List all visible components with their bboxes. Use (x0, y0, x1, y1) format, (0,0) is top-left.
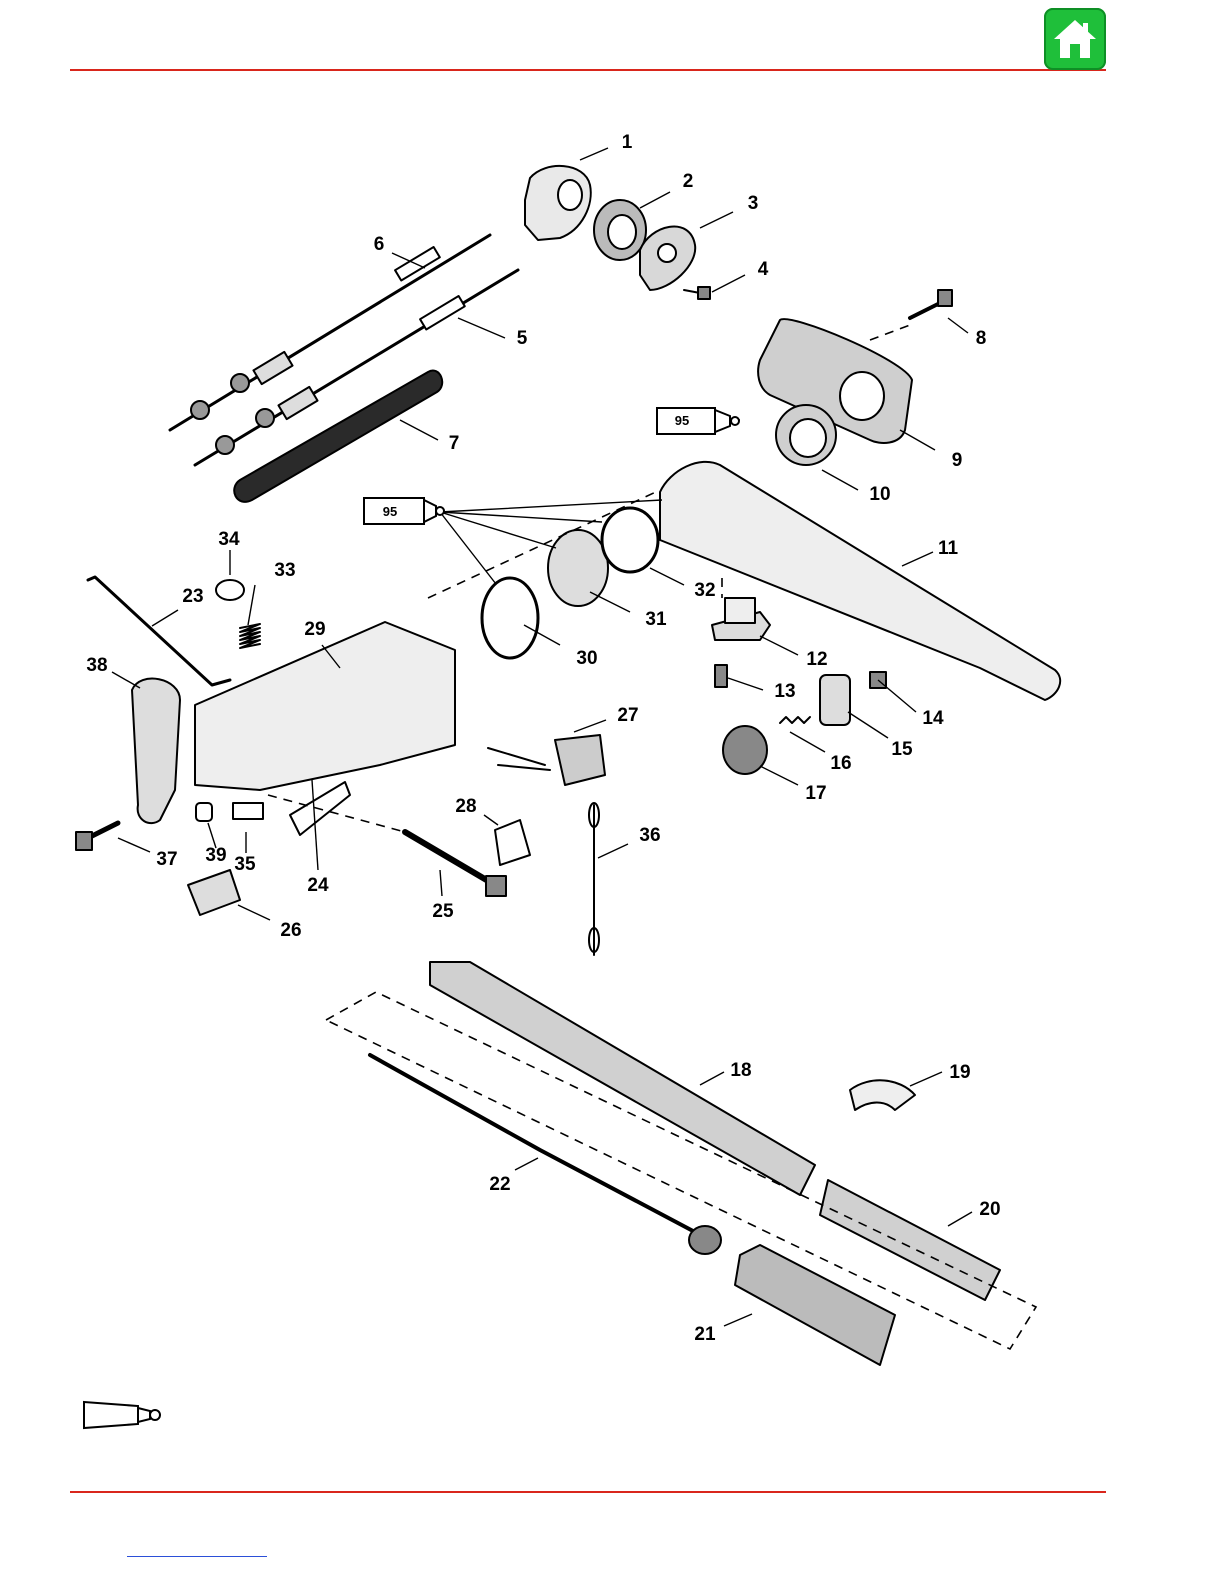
callout: 22 (489, 1174, 510, 1195)
callout: 19 (949, 1062, 970, 1083)
callout: 11 (938, 538, 959, 559)
lubricant-tube-label: 95 (675, 413, 689, 428)
callout: 5 (517, 328, 528, 349)
callout: 14 (922, 708, 944, 729)
callout: 2 (683, 171, 694, 192)
footer-rule (70, 1491, 1106, 1493)
callout: 29 (304, 619, 325, 640)
footer-link[interactable] (127, 1556, 267, 1557)
callout: 6 (374, 234, 385, 255)
callout: 17 (805, 783, 826, 804)
callout: 12 (806, 649, 827, 670)
callout: 20 (979, 1199, 1000, 1220)
callout: 1 (622, 132, 633, 153)
callout: 21 (694, 1324, 716, 1345)
callout: 24 (307, 875, 329, 896)
callout: 27 (617, 705, 638, 726)
callout: 33 (274, 560, 295, 581)
callout: 28 (455, 796, 476, 817)
callout: 26 (280, 920, 301, 941)
callout: 34 (218, 529, 240, 550)
callout: 4 (758, 259, 769, 280)
part-drawings (76, 166, 1060, 1365)
callout: 37 (156, 849, 177, 870)
callout: 10 (869, 484, 890, 505)
callout: 3 (748, 193, 759, 214)
callout: 31 (645, 609, 667, 630)
callout: 39 (205, 845, 226, 866)
callout: 13 (774, 681, 795, 702)
lubricant-tube-lower: 95 (364, 498, 444, 524)
callout: 7 (449, 433, 460, 454)
callout: 30 (576, 648, 597, 669)
callout: 16 (830, 753, 851, 774)
callout: 23 (182, 586, 203, 607)
callout: 36 (639, 825, 660, 846)
lubricant-tube-icon (84, 1402, 160, 1428)
callout: 9 (952, 450, 963, 471)
lubricant-tube-upper: 95 (657, 408, 739, 434)
callout: 38 (86, 655, 107, 676)
callout: 32 (694, 580, 715, 601)
callout: 25 (432, 901, 454, 922)
callout: 18 (730, 1060, 751, 1081)
lubricant-tube-label: 95 (383, 504, 397, 519)
callout: 15 (891, 739, 913, 760)
callout: 35 (234, 854, 256, 875)
callout: 8 (976, 328, 987, 349)
